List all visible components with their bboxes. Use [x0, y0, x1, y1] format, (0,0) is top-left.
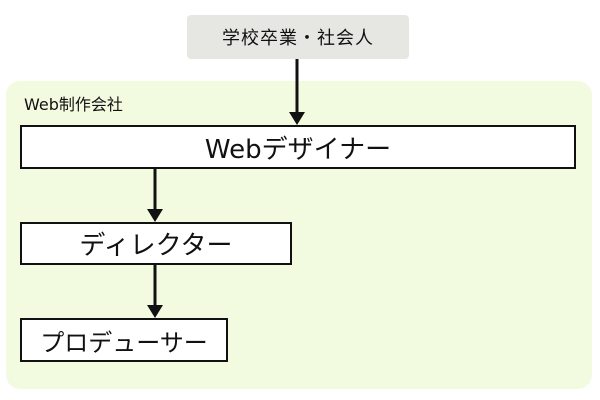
entry-node: 学校卒業・社会人 [187, 15, 409, 59]
company-label: Web制作会社 [24, 95, 123, 114]
role-node-web-designer: Webデザイナー [20, 125, 576, 169]
role-node-producer: プロデューサー [20, 318, 228, 362]
role-node-director: ディレクター [20, 222, 292, 265]
